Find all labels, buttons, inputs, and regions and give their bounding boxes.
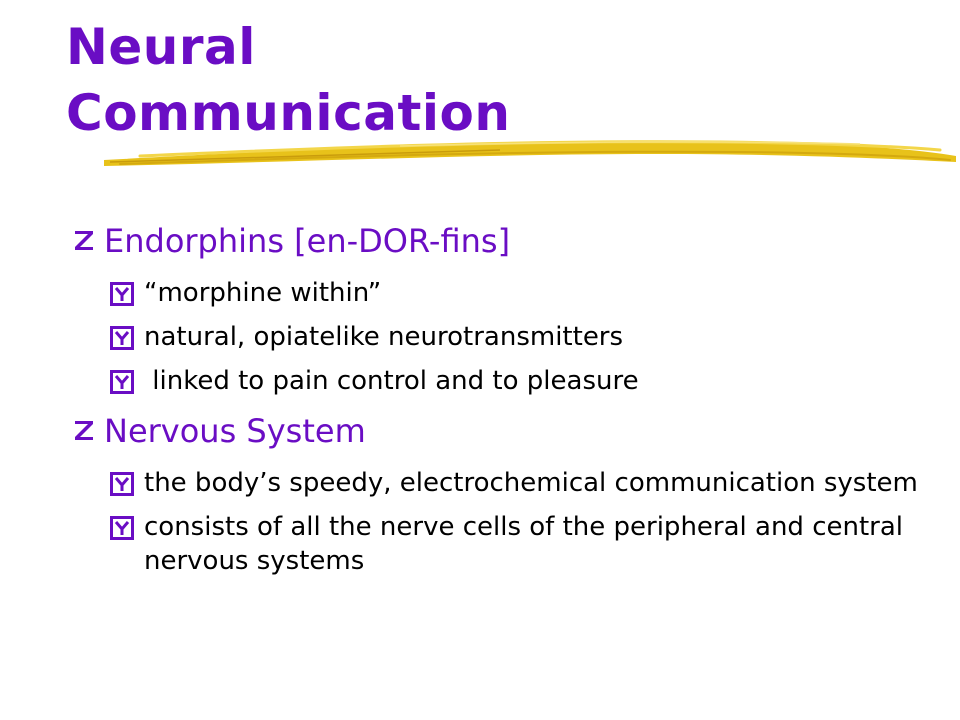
bullet-nervous-system: Nervous System	[72, 406, 942, 456]
y-checkbox-bullet-icon	[110, 370, 134, 394]
point-text: linked to pain control and to pleasure	[144, 366, 639, 396]
sub-bullet-natural-opiatelike: natural, opiatelike neurotransmitters	[110, 320, 942, 354]
sub-bullet-nerve-cells: consists of all the nerve cells of the p…	[110, 510, 942, 578]
heading-endorphins: Endorphins [en-DOR-fins]	[104, 222, 511, 260]
slide-title: Neural Communication	[66, 14, 510, 146]
y-checkbox-bullet-icon	[110, 472, 134, 496]
y-checkbox-bullet-icon	[110, 516, 134, 540]
point-text: consists of all the nerve cells of the p…	[144, 512, 904, 576]
heading-nervous-system: Nervous System	[104, 412, 366, 450]
title-brush-underline	[104, 140, 956, 166]
point-text: natural, opiatelike neurotransmitters	[144, 322, 624, 352]
point-text: the body’s speedy, electrochemical commu…	[144, 468, 918, 498]
title-line-2: Communication	[66, 84, 511, 142]
y-checkbox-bullet-icon	[110, 326, 134, 350]
point-text: “morphine within”	[144, 278, 382, 308]
z-bullet-icon	[72, 228, 96, 252]
sub-bullet-electrochemical: the body’s speedy, electrochemical commu…	[110, 466, 942, 500]
title-line-1: Neural	[66, 18, 256, 76]
y-checkbox-bullet-icon	[110, 282, 134, 306]
z-bullet-icon	[72, 418, 96, 442]
bullet-endorphins: Endorphins [en-DOR-fins]	[72, 216, 942, 266]
slide-content: Endorphins [en-DOR-fins] “morphine withi…	[72, 216, 942, 578]
sub-bullet-pain-control: linked to pain control and to pleasure	[110, 364, 942, 398]
sub-bullet-morphine-within: “morphine within”	[110, 276, 942, 310]
